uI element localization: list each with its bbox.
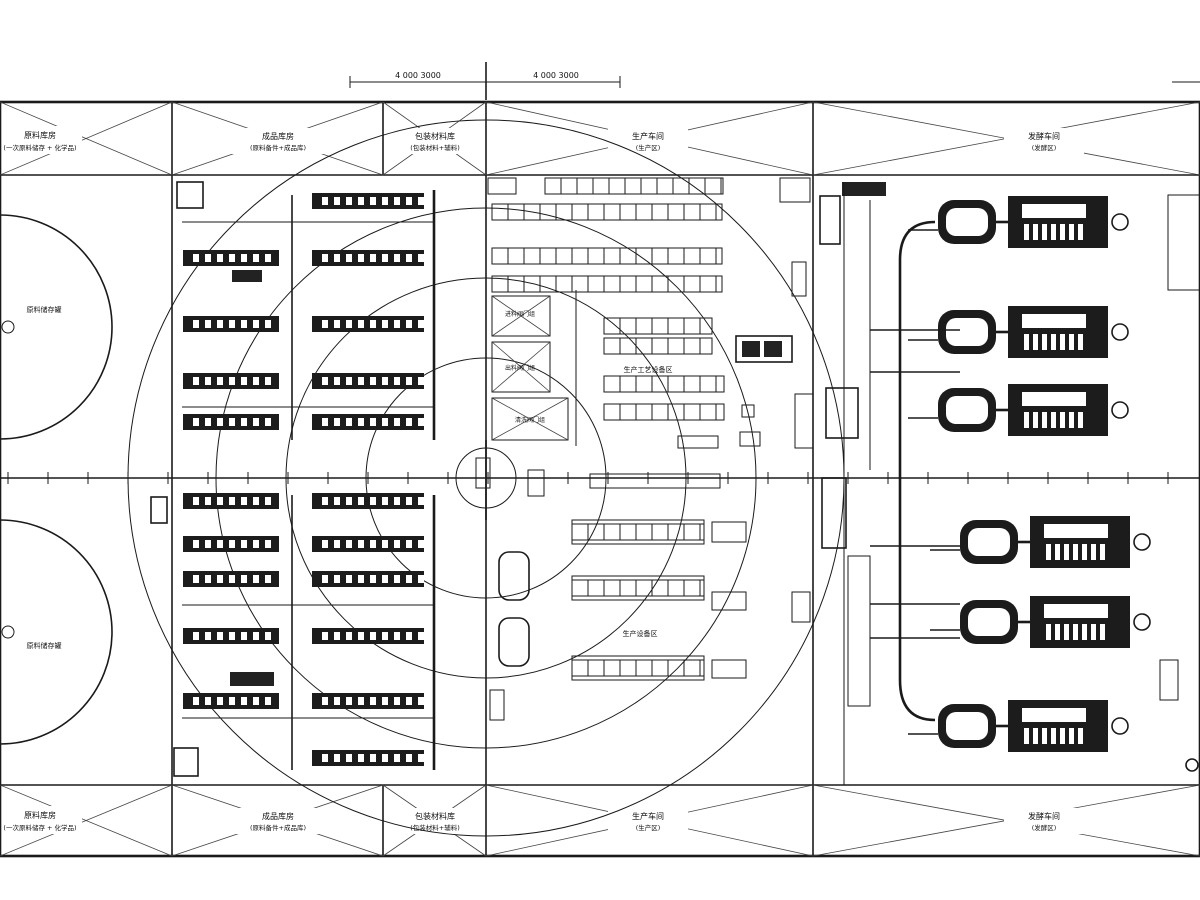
wall-cabinets — [150, 181, 274, 777]
pallet-rack — [312, 628, 424, 644]
pallet-rack — [312, 250, 424, 266]
zone-label-bottom-3: 包装材料库 (包装材料+辅料) — [390, 808, 480, 834]
zone-bottom-3-title: 包装材料库 — [415, 811, 455, 821]
shelf-unit — [571, 523, 705, 541]
valve-a-label: 进料阀门组 — [505, 310, 535, 318]
shelf-unit — [491, 247, 723, 265]
shelf-unit — [491, 275, 723, 293]
process-labels: 生产工艺设备区 生产设备区 进料阀门组 出料阀门组 清洗阀门组 — [505, 310, 673, 638]
pallet-rack — [183, 373, 279, 389]
pallet-rack — [312, 493, 424, 509]
valve-c-label: 清洗阀门组 — [515, 416, 545, 424]
dimension-strip: 4 000 3000 4 000 3000 — [349, 62, 1200, 100]
dimension-label-right: 4 000 3000 — [533, 71, 579, 80]
zone-top-3-sub: (包装材料+辅料) — [410, 143, 460, 152]
fermenter-pipe-loop — [898, 220, 936, 722]
pallet-rack — [183, 571, 279, 587]
zone-band-bottom: 原料库房 (一次原料储存 + 化学品) 成品库房 (原料备件+成品库) 包装材料… — [0, 784, 1200, 857]
zone-top-4-title: 生产车间 — [632, 131, 664, 141]
pallet-rack — [183, 536, 279, 552]
zone-top-5-title: 发酵车间 — [1028, 131, 1060, 141]
shelf-unit — [571, 579, 705, 597]
process-shelving — [487, 177, 725, 681]
process-bottom-label: 生产设备区 — [623, 629, 658, 638]
fermenter-unit — [908, 196, 1129, 248]
storage-tank-bottom: 原料储存罐 — [0, 519, 113, 745]
pallet-rack — [183, 628, 279, 644]
zone-bottom-2-title: 成品库房 — [262, 811, 294, 821]
zone-label-top-4: 生产车间 (生产区) — [608, 128, 688, 154]
zone-label-bottom-1: 原料库房 (一次原料储存 + 化学品) — [2, 806, 82, 834]
fermenters — [870, 196, 1151, 752]
turning-radius-circles — [127, 119, 845, 837]
shelf-unit — [544, 177, 724, 195]
tank-top-label: 原料储存罐 — [27, 305, 62, 314]
rack-spines — [182, 190, 436, 770]
zone-bottom-4-sub: (生产区) — [636, 823, 661, 832]
zone-bottom-5-sub: (发酵区) — [1032, 823, 1057, 832]
storage-tank-top: 原料储存罐 — [0, 214, 113, 440]
zone-label-top-3: 包装材料库 (包装材料+辅料) — [390, 128, 480, 154]
pallet-racks — [183, 193, 424, 766]
zone-bottom-4-title: 生产车间 — [632, 811, 664, 821]
fermenter-unit — [930, 596, 1151, 648]
fermenter-unit — [908, 384, 1129, 436]
zone-bottom-1-sub: (一次原料储存 + 化学品) — [3, 823, 76, 832]
zone-label-bottom-2: 成品库房 (原料备件+成品库) — [226, 808, 330, 834]
pallet-rack — [183, 250, 279, 266]
shelf-unit — [603, 337, 713, 355]
zone-bottom-1-title: 原料库房 — [24, 810, 56, 820]
zone-bottom-5-title: 发酵车间 — [1028, 811, 1060, 821]
process-equipment — [475, 177, 814, 679]
zone-label-top-5: 发酵车间 (发酵区) — [1004, 128, 1084, 154]
pallet-rack — [183, 693, 279, 709]
pallet-rack — [312, 750, 424, 766]
zone-label-top-1: 原料库房 (一次原料储存 + 化学品) — [2, 126, 82, 154]
shelf-unit — [603, 375, 725, 393]
right-edge-markers — [1159, 194, 1200, 772]
zone-top-2-title: 成品库房 — [262, 131, 294, 141]
shelf-unit — [603, 403, 725, 421]
pallet-rack — [183, 414, 279, 430]
utility-corridor — [819, 182, 886, 785]
center-axis — [0, 472, 1200, 484]
fermenter-unit — [908, 306, 1129, 358]
pallet-rack — [312, 693, 424, 709]
zone-top-3-title: 包装材料库 — [415, 131, 455, 141]
zone-top-1-sub: (一次原料储存 + 化学品) — [3, 143, 76, 152]
zone-top-2-sub: (原料备件+成品库) — [250, 143, 306, 152]
pallet-rack — [312, 536, 424, 552]
valve-b-label: 出料阀门组 — [505, 364, 535, 372]
capsule-vessels — [489, 551, 530, 721]
zone-label-bottom-5: 发酵车间 (发酵区) — [1004, 808, 1084, 834]
tank-bottom-label: 原料储存罐 — [27, 641, 62, 650]
zone-bottom-2-sub: (原料备件+成品库) — [250, 823, 306, 832]
pallet-rack — [312, 373, 424, 389]
zone-top-5-sub: (发酵区) — [1032, 143, 1057, 152]
zone-bottom-3-sub: (包装材料+辅料) — [410, 823, 460, 832]
zone-label-top-2: 成品库房 (原料备件+成品库) — [226, 128, 330, 154]
shelf-unit — [491, 203, 723, 221]
fermenter-unit — [930, 516, 1151, 568]
zone-top-1-title: 原料库房 — [24, 130, 56, 140]
pallet-rack — [312, 316, 424, 332]
pallet-rack — [183, 316, 279, 332]
pallet-rack — [312, 571, 424, 587]
zone-label-bottom-4: 生产车间 (生产区) — [608, 808, 688, 834]
process-diagonal-boxes — [491, 290, 577, 446]
shelf-unit — [571, 659, 705, 677]
pallet-rack — [312, 414, 424, 430]
shelf-unit — [603, 317, 713, 335]
pallet-rack — [183, 493, 279, 509]
zone-top-4-sub: (生产区) — [636, 143, 661, 152]
pallet-rack — [312, 193, 424, 209]
zone-band-top: 原料库房 (一次原料储存 + 化学品) 成品库房 (原料备件+成品库) 包装材料… — [0, 101, 1200, 176]
process-top-label: 生产工艺设备区 — [624, 365, 673, 374]
fermenter-unit — [908, 700, 1129, 752]
dimension-label-left: 4 000 3000 — [395, 71, 441, 80]
